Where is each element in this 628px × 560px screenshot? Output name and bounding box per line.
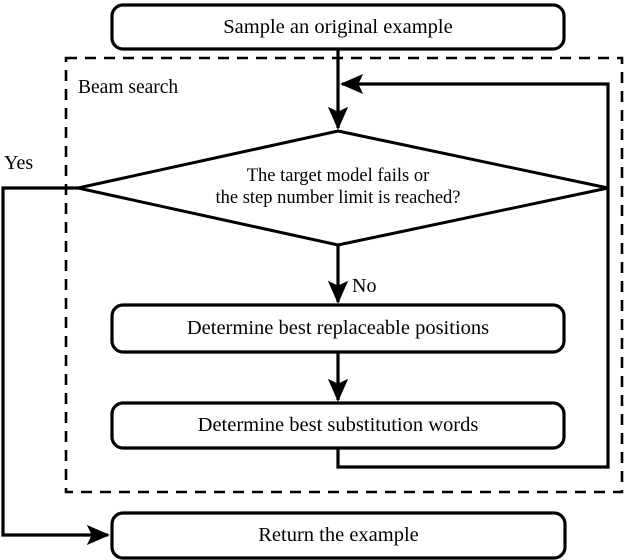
edge-condition-yes-to-return <box>1 186 110 546</box>
node-determine-best-replaceable-positions[interactable] <box>110 303 566 354</box>
node-decision-target-model-fails[interactable] <box>77 129 609 247</box>
node-return-the-example[interactable] <box>110 511 567 560</box>
edge-loopback-to-condition <box>336 73 610 469</box>
node-determine-best-substitution-words[interactable] <box>110 401 566 450</box>
node-sample-an-original-example[interactable] <box>110 3 566 51</box>
